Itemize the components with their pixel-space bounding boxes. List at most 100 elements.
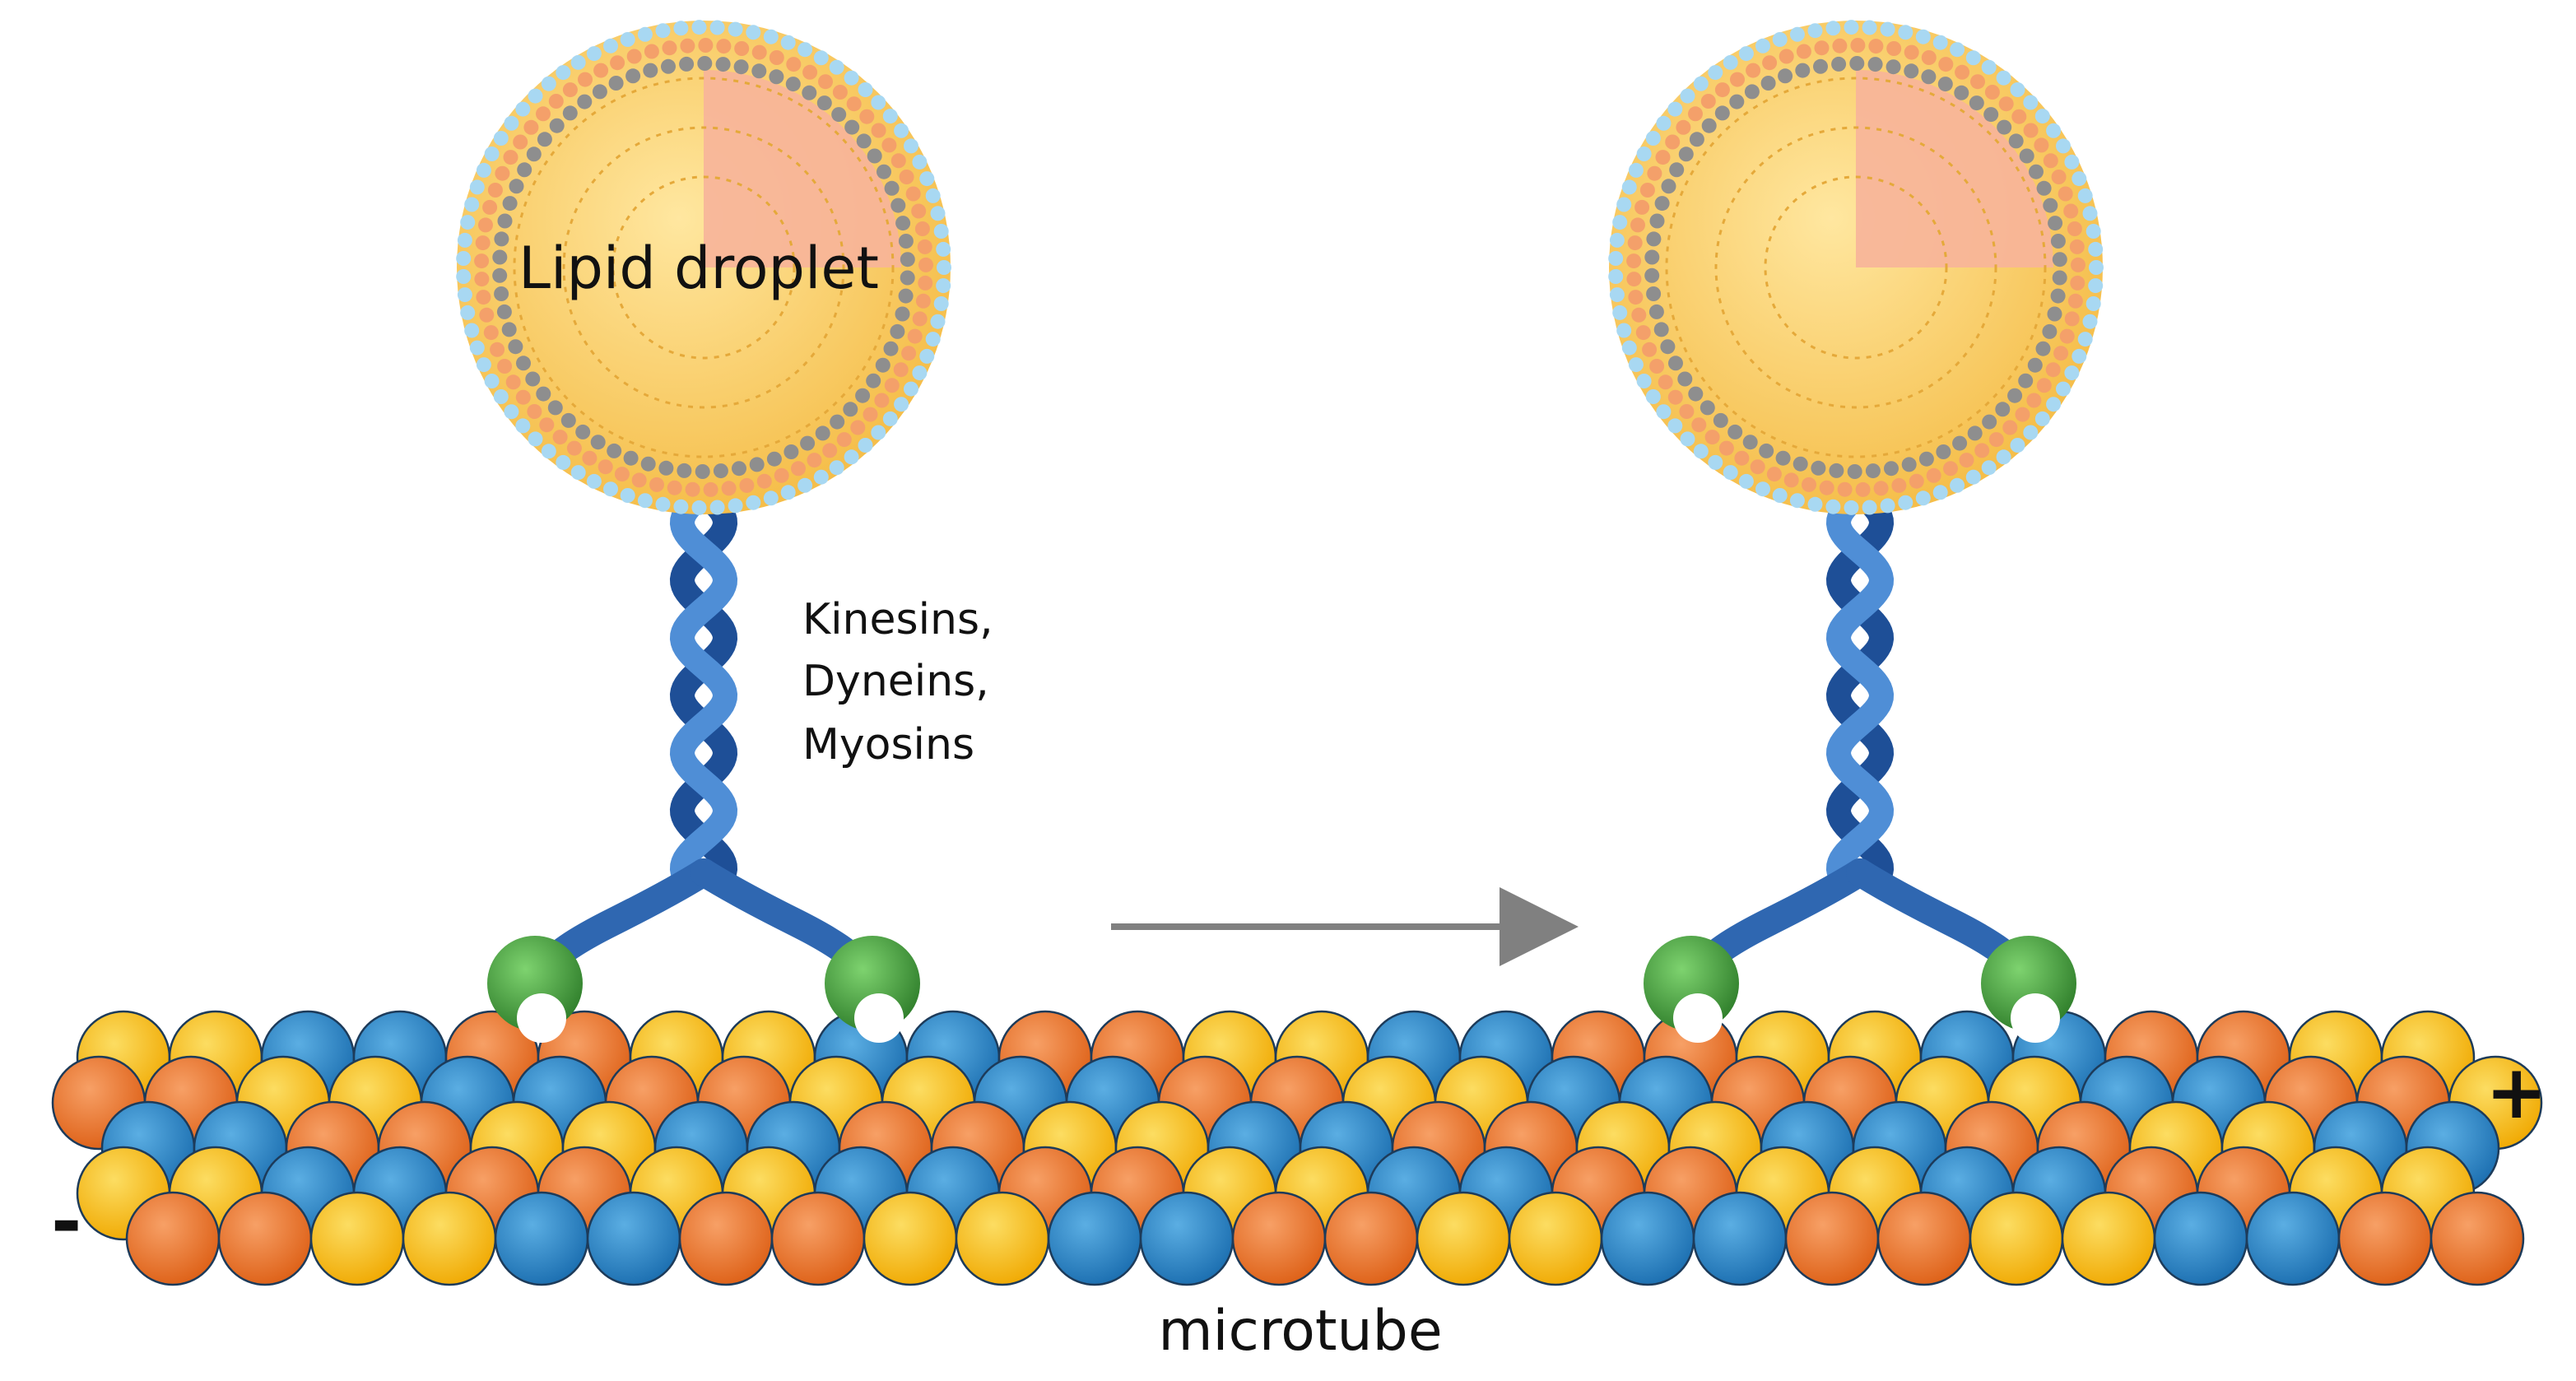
phospholipid-head xyxy=(536,106,551,122)
phospholipid-head xyxy=(497,213,513,229)
phospholipid-head xyxy=(474,253,490,269)
phospholipid-head xyxy=(490,342,505,357)
phospholipid-head xyxy=(898,288,914,304)
phospholipid-head xyxy=(1648,304,1664,319)
phospholipid-head xyxy=(667,480,682,495)
phospholipid-head xyxy=(1718,440,1734,456)
phospholipid-head xyxy=(649,477,664,492)
phospholipid-head xyxy=(527,404,542,419)
phospholipid-head xyxy=(1847,464,1862,479)
phospholipid-head xyxy=(2071,257,2085,272)
phospholipid-head xyxy=(933,296,949,311)
phospholipid-head xyxy=(497,359,513,374)
phospholipid-head xyxy=(822,443,838,458)
phospholipid-head xyxy=(925,188,941,203)
phospholipid-head xyxy=(1926,467,1941,483)
phospholipid-head xyxy=(1950,42,1965,58)
phospholipid-head xyxy=(575,424,591,439)
phospholipid-head xyxy=(1744,84,1760,100)
phospholipid-head xyxy=(1909,473,1924,489)
phospholipid-head xyxy=(1639,183,1655,198)
phospholipid-head xyxy=(476,290,491,305)
phospholipid-head xyxy=(905,186,921,202)
phospholipid-head xyxy=(566,440,582,456)
phospholipid-head xyxy=(552,430,568,445)
phospholipid-head xyxy=(895,216,911,231)
phospholipid-head xyxy=(1772,32,1788,47)
phospholipid-head xyxy=(1693,444,1709,459)
phospholipid-head xyxy=(930,206,946,221)
phospholipid-head xyxy=(536,386,551,402)
phospholipid-head xyxy=(523,119,539,135)
phospholipid-head xyxy=(2046,397,2062,412)
phospholipid-head xyxy=(1996,70,2011,86)
phospholipid-head xyxy=(2067,293,2083,309)
phospholipid-head xyxy=(1644,267,1660,283)
plus-end-label: + xyxy=(2485,1049,2547,1136)
phospholipid-head xyxy=(1862,20,1877,35)
phospholipid-head xyxy=(590,435,606,450)
phospholipid-head xyxy=(643,63,658,78)
tubulin-subunit xyxy=(1876,1191,1972,1286)
phospholipid-head xyxy=(1667,389,1683,405)
phospholipid-head xyxy=(733,59,749,75)
phospholipid-head xyxy=(517,162,532,178)
motor-protein-right xyxy=(1644,481,2076,1043)
phospholipid-head xyxy=(626,49,642,64)
phospholipid-head xyxy=(1755,481,1770,497)
phospholipid-head xyxy=(769,69,784,85)
phospholipid-head xyxy=(1628,357,1644,373)
phospholipid-head xyxy=(1965,469,1981,485)
phospholipid-head xyxy=(1668,356,1683,371)
phospholipid-head xyxy=(766,451,782,467)
phospholipid-head xyxy=(1677,371,1693,387)
phospholipid-head xyxy=(774,467,789,483)
tubulin-subunit xyxy=(494,1191,589,1286)
motor-head-notch xyxy=(2011,993,2060,1043)
phospholipid-head xyxy=(816,95,832,111)
phospholipid-head xyxy=(1612,305,1628,320)
phospholipid-head xyxy=(933,224,949,239)
phospholipid-head xyxy=(1837,481,1853,497)
phospholipid-head xyxy=(2023,95,2039,110)
phospholipid-head xyxy=(1612,215,1628,230)
phospholipid-head xyxy=(508,339,523,355)
phospholipid-head xyxy=(818,74,833,90)
phospholipid-head xyxy=(560,412,576,428)
phospholipid-head xyxy=(1819,480,1834,495)
phospholipid-head xyxy=(2089,260,2104,275)
phospholipid-head xyxy=(623,450,639,466)
phospholipid-head xyxy=(1738,473,1754,489)
phospholipid-head xyxy=(1661,179,1676,194)
tubulin-subunit xyxy=(1600,1191,1695,1286)
phospholipid-head xyxy=(1642,342,1658,357)
phospholipid-head xyxy=(673,21,689,36)
phospholipid-head xyxy=(1609,232,1625,248)
motor-label-kinesins: Kinesins, xyxy=(802,595,993,644)
phospholipid-head xyxy=(739,477,755,493)
phospholipid-head xyxy=(1621,179,1637,195)
motor-label-dyneins: Dyneins, xyxy=(802,657,989,706)
phospholipid-head xyxy=(1969,95,1984,111)
phospholipid-head xyxy=(1760,76,1776,91)
phospholipid-head xyxy=(1789,26,1805,42)
phospholipid-head xyxy=(1644,249,1660,265)
phospholipid-head xyxy=(1616,197,1632,212)
phospholipid-head xyxy=(496,304,512,319)
phospholipid-head xyxy=(1713,412,1728,428)
phospholipid-head xyxy=(867,148,882,164)
phospholipid-head xyxy=(874,393,890,408)
phospholipid-head xyxy=(2007,388,2023,403)
phospholipid-head xyxy=(1967,425,1983,441)
phospholipid-head xyxy=(528,431,543,447)
phospholipid-head xyxy=(460,215,476,230)
phospholipid-head xyxy=(1937,77,1953,92)
phospholipid-head xyxy=(1952,435,1968,451)
phospholipid-head xyxy=(598,459,613,475)
droplet-inner-layer xyxy=(1764,175,1948,360)
phospholipid-head xyxy=(1645,389,1661,404)
phospholipid-head xyxy=(1918,451,1934,467)
phospholipid-head xyxy=(2002,420,2018,435)
phospholipid-head xyxy=(1955,64,1970,80)
phospholipid-head xyxy=(516,356,531,371)
